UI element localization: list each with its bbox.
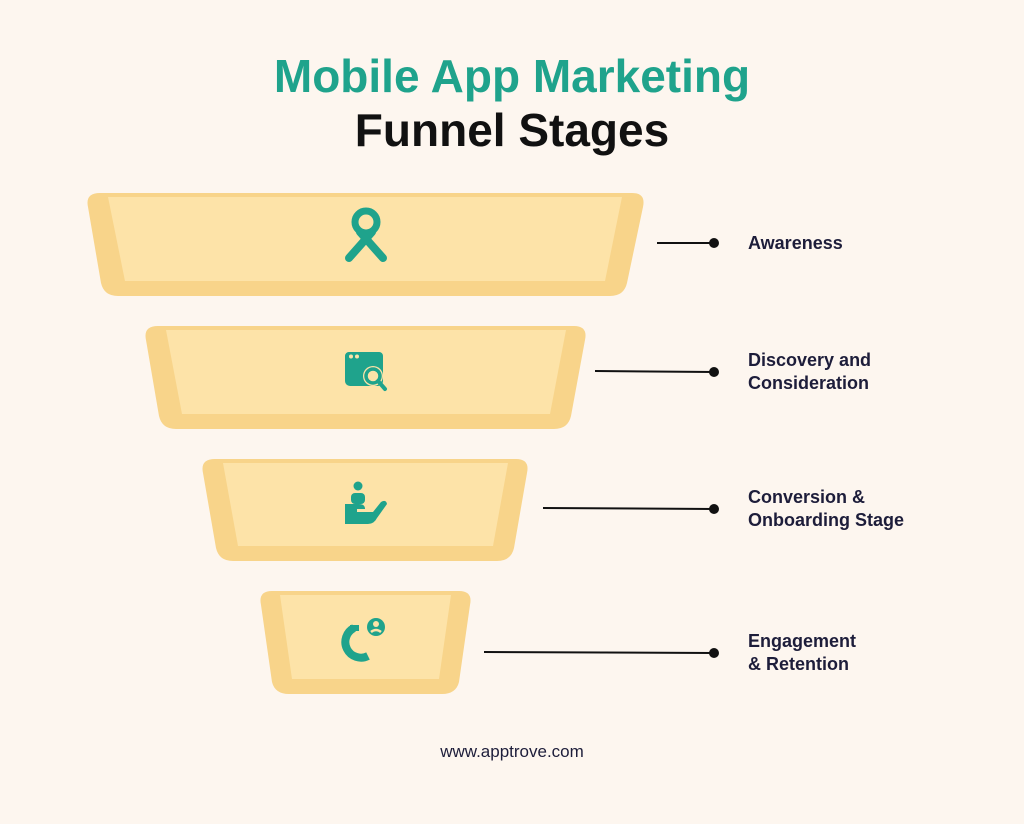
magnet-user-icon — [341, 618, 385, 662]
funnel-stage-3 — [202, 459, 719, 561]
footer-url[interactable]: www.apptrove.com — [440, 742, 584, 761]
stage-label-discovery: Discovery and Consideration — [748, 350, 872, 393]
funnel-stage-1 — [87, 193, 719, 296]
connector-dot-1 — [709, 238, 719, 248]
browser-search-icon — [345, 352, 387, 391]
hand-user-icon — [345, 481, 387, 524]
funnel-band-3-face — [223, 463, 508, 546]
connector-line-3 — [542, 507, 715, 510]
connector-line-4 — [483, 651, 715, 654]
connector-line-2 — [594, 370, 715, 373]
funnel-band-4-face — [280, 595, 451, 679]
title-line-2: Funnel Stages — [354, 104, 670, 156]
connector-dot-3 — [709, 504, 719, 514]
ribbon-icon — [345, 207, 387, 262]
funnel-stage-2 — [145, 326, 719, 429]
stage-label-conversion: Conversion & Onboarding Stage — [748, 487, 905, 530]
stage-label-engagement: Engagement & Retention — [748, 631, 857, 674]
title-line-1: Mobile App Marketing — [273, 50, 751, 102]
funnel-stage-4 — [260, 591, 719, 694]
stage-label-awareness: Awareness — [748, 233, 843, 253]
connector-dot-2 — [709, 367, 719, 377]
connector-dot-4 — [709, 648, 719, 658]
